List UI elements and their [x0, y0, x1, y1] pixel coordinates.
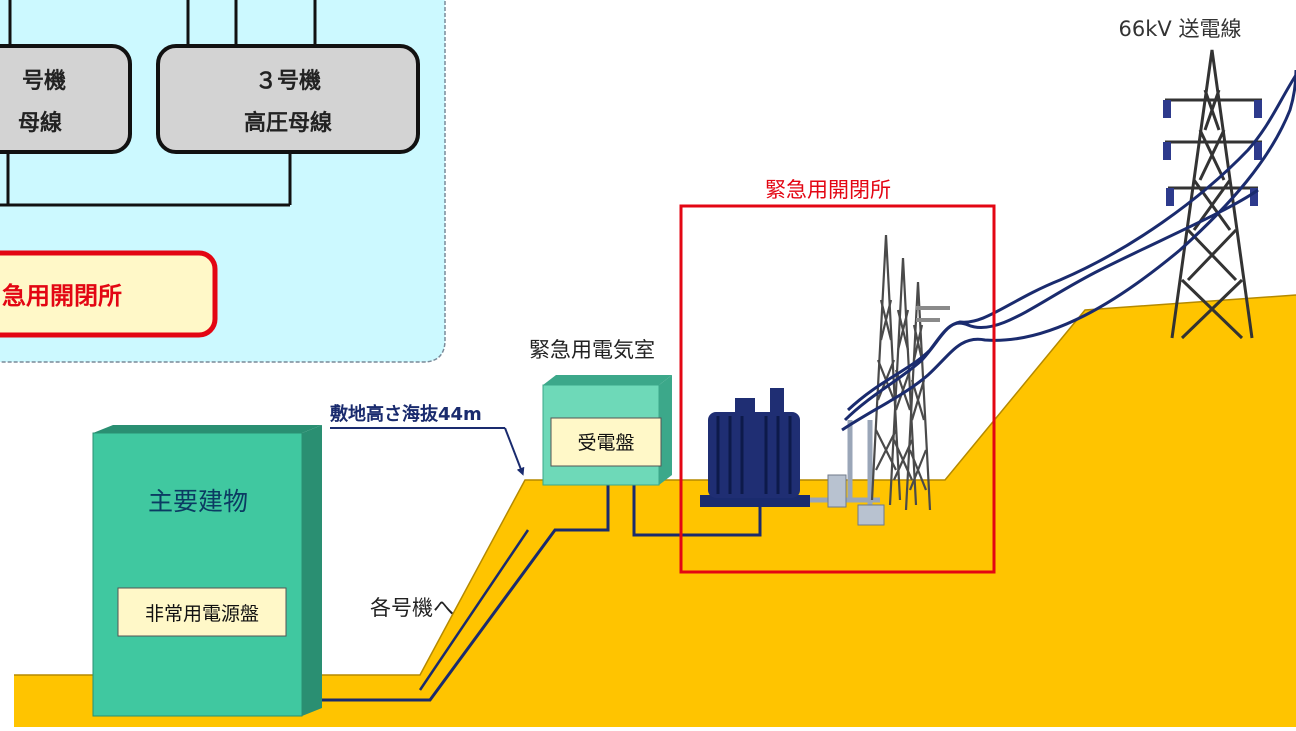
transmission-lines	[841, 69, 1296, 432]
unit2-bus-box	[0, 44, 132, 154]
unit3-label-line2: 高圧母線	[244, 110, 332, 136]
receiving-panel	[550, 417, 662, 467]
cable-to-receiving-panel	[628, 472, 762, 537]
main-building-label: 主要建物	[148, 487, 248, 516]
unit3-label-line1: ３号機	[255, 69, 321, 94]
inset-switchyard-label: 急用開閉所	[2, 282, 122, 310]
inset-bus-diagram: 号機 母線 ３号機 高圧母線 急用開閉所	[0, 0, 446, 363]
unit3-bus-box	[156, 44, 420, 154]
transformer	[700, 388, 810, 507]
site-elevation-callout: 敷地高さ海抜44m	[330, 403, 525, 476]
emergency-electrical-room: 受電盤	[542, 375, 672, 486]
inset-switchyard-box	[0, 250, 218, 338]
main-building: 主要建物 非常用電源盤	[92, 425, 322, 717]
emergency-switchyard-label: 緊急用開閉所	[765, 178, 891, 202]
unit2-label-line1: 号機	[22, 69, 66, 94]
site-elevation-label: 敷地高さ海抜44m	[330, 403, 482, 425]
transmission-tower	[1163, 49, 1262, 340]
emergency-electrical-room-label: 緊急用電気室	[529, 338, 655, 362]
emergency-power-panel-label: 非常用電源盤	[145, 603, 259, 625]
cable-to-each-unit	[418, 529, 530, 691]
receiving-panel-label: 受電盤	[577, 432, 634, 454]
unit2-label-line2: 母線	[18, 110, 62, 136]
transmission-line-label: 66kV 送電線	[1119, 17, 1242, 41]
switchyard-equipment	[700, 234, 950, 526]
ground-terrain	[14, 295, 1296, 727]
to-each-unit-label: 各号機へ	[370, 596, 454, 620]
emergency-switchyard-frame	[679, 204, 996, 574]
emergency-power-panel	[117, 587, 287, 637]
switchyard-towers	[870, 234, 950, 511]
inset-connection-lines	[0, 0, 317, 207]
